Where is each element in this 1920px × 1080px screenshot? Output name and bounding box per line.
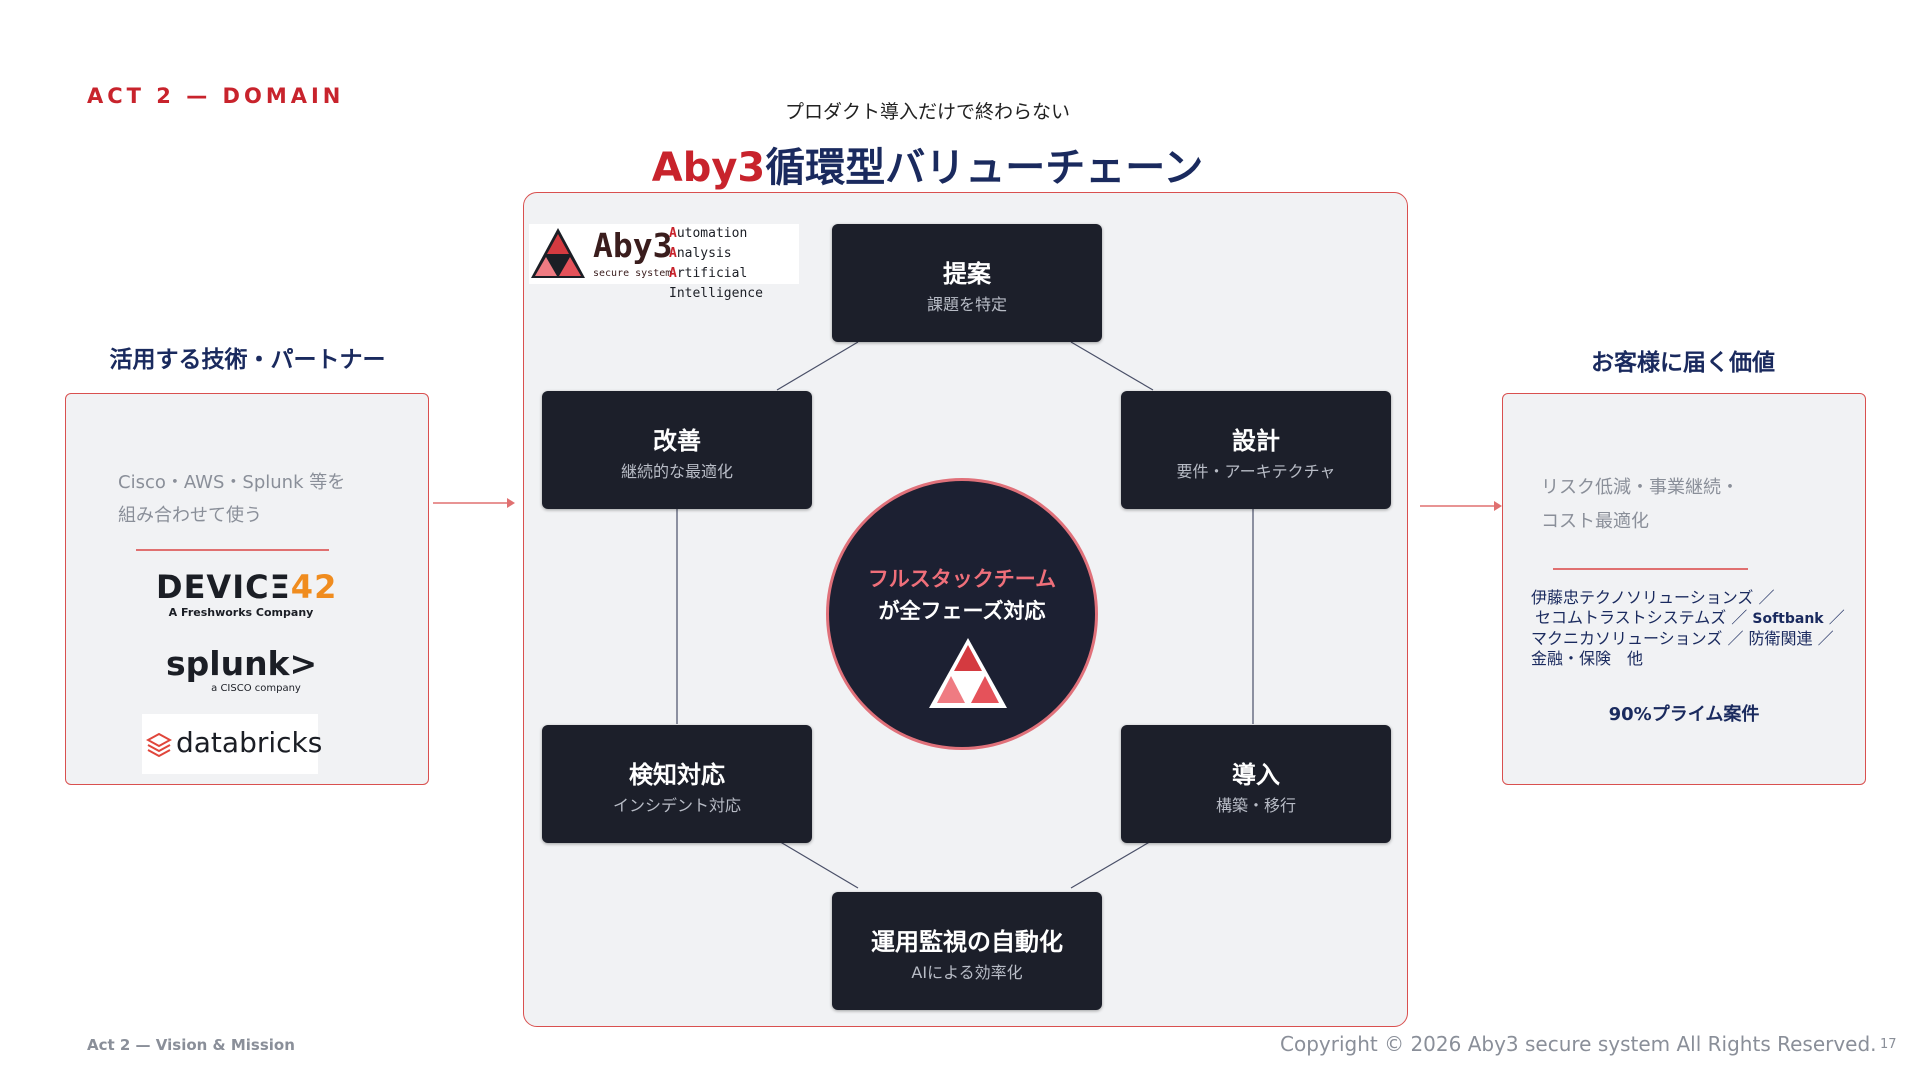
partner-sep: ／ — [1823, 608, 1845, 627]
right-heading: お客様に届く価値 — [1591, 350, 1775, 376]
splunk-wordmark: splunk> — [166, 644, 318, 683]
left-arrow-icon — [433, 498, 515, 508]
tech-text-2: 組み合わせて使う — [118, 505, 262, 526]
tag2-cap: A — [669, 246, 677, 261]
splunk-logo: splunk> a CISCO company — [166, 644, 318, 694]
aby3-tagline: Automation Analysis Artificial Intellige… — [669, 224, 799, 304]
tech-divider — [136, 549, 329, 551]
node-title: 提案 — [943, 260, 991, 288]
title-brand: Aby3 — [651, 145, 766, 191]
prime-ratio: 90%プライム案件 — [1608, 704, 1760, 725]
page-number: 17 — [1880, 1037, 1897, 1052]
slide-title: Aby3循環型バリューチェーン — [0, 135, 1855, 193]
cycle-connectors — [676, 341, 1254, 889]
node-title: 改善 — [653, 427, 701, 455]
node-sub: 構築・移行 — [1215, 796, 1296, 815]
node-title: 設計 — [1232, 427, 1280, 455]
device42-text-b: 42 — [290, 568, 338, 606]
tag1-rest: utomation — [676, 226, 748, 241]
partner-list: 伊藤忠テクノソリューションズ ／ セコムトラストシステムズ ／ Softbank… — [1531, 588, 1861, 669]
slide-subtitle: プロダクト導入だけで終わらない — [784, 101, 1070, 123]
node-title: 検知対応 — [629, 761, 725, 789]
aby3-wordmark: Aby3 — [593, 226, 673, 265]
title-rest: 循環型バリューチェーン — [765, 145, 1204, 191]
node-sub: 継続的な最適化 — [620, 462, 733, 481]
tech-text-1: Cisco・AWS・Splunk 等を — [118, 472, 346, 493]
footer-section-label: Act 2 — Vision & Mission — [87, 1036, 295, 1054]
node-sub: 要件・アーキテクチャ — [1176, 462, 1336, 481]
customer-value-panel: リスク低減・事業継続・ コスト最適化 伊藤忠テクノソリューションズ ／ セコムト… — [1502, 393, 1866, 785]
tag3-cap: A — [669, 266, 677, 281]
left-heading: 活用する技術・パートナー — [109, 347, 386, 373]
partner-line-3: マクニカソリューションズ ／ 防衛関連 ／ — [1531, 629, 1834, 648]
device42-sub: A Freshworks Company — [168, 606, 314, 619]
fullstack-team-core: フルスタックチーム が全フェーズ対応 — [826, 478, 1098, 750]
node-detection-response[interactable]: 検知対応 インシデント対応 — [542, 725, 812, 843]
node-sub: 課題を特定 — [926, 295, 1007, 314]
act-label: ACT 2 — DOMAIN — [87, 84, 345, 108]
partner-line-4: 金融・保険 他 — [1531, 649, 1644, 668]
partner-line-1: 伊藤忠テクノソリューションズ ／ — [1531, 588, 1775, 607]
device42-text-a: DEVIC — [156, 568, 270, 606]
splunk-sub: a CISCO company — [211, 683, 301, 694]
databricks-wordmark: databricks — [176, 726, 323, 759]
footer-copyright: Copyright © 2026 Aby3 secure system All … — [1280, 1032, 1877, 1056]
core-line-1: フルスタックチーム — [867, 567, 1057, 591]
databricks-mark-icon — [146, 732, 172, 758]
right-arrow-icon — [1420, 501, 1502, 511]
node-improvement[interactable]: 改善 継続的な最適化 — [542, 391, 812, 509]
tag2-rest: nalysis — [676, 246, 732, 261]
node-sub: インシデント対応 — [612, 796, 741, 815]
databricks-logo: databricks — [142, 714, 322, 774]
partner-line-2: セコムトラストシステムズ ／ Softbank ／ — [1531, 608, 1861, 629]
aby3-triangle-icon — [929, 638, 1007, 708]
node-title: 導入 — [1232, 761, 1280, 789]
aby3-company-logo: Aby3 secure system Automation Analysis A… — [529, 224, 799, 301]
partner-secom: セコムトラストシステムズ ／ — [1535, 608, 1753, 627]
node-proposal[interactable]: 提案 課題を特定 — [832, 224, 1102, 342]
aby3-triangle-icon — [531, 228, 585, 278]
value-text-1: リスク低減・事業継続・ — [1541, 477, 1739, 498]
device42-logo: DEVICΞ42 A Freshworks Company — [156, 568, 336, 619]
node-monitoring-automation[interactable]: 運用監視の自動化 AIによる効率化 — [832, 892, 1102, 1010]
tag1-cap: A — [669, 226, 677, 241]
core-line-2: が全フェーズ対応 — [878, 599, 1046, 623]
value-text-2: コスト最適化 — [1541, 511, 1649, 532]
value-divider — [1553, 568, 1748, 570]
device42-glyph: Ξ — [269, 568, 291, 606]
node-design[interactable]: 設計 要件・アーキテクチャ — [1121, 391, 1391, 509]
aby3-sub: secure system — [593, 268, 672, 279]
node-sub: AIによる効率化 — [911, 963, 1023, 982]
tech-partner-panel: Cisco・AWS・Splunk 等を 組み合わせて使う DEVICΞ42 A … — [65, 393, 429, 785]
tag3-rest: rtificial Intelligence — [669, 266, 763, 301]
node-deployment[interactable]: 導入 構築・移行 — [1121, 725, 1391, 843]
partner-softbank: Softbank — [1752, 611, 1824, 627]
node-title: 運用監視の自動化 — [871, 928, 1063, 956]
